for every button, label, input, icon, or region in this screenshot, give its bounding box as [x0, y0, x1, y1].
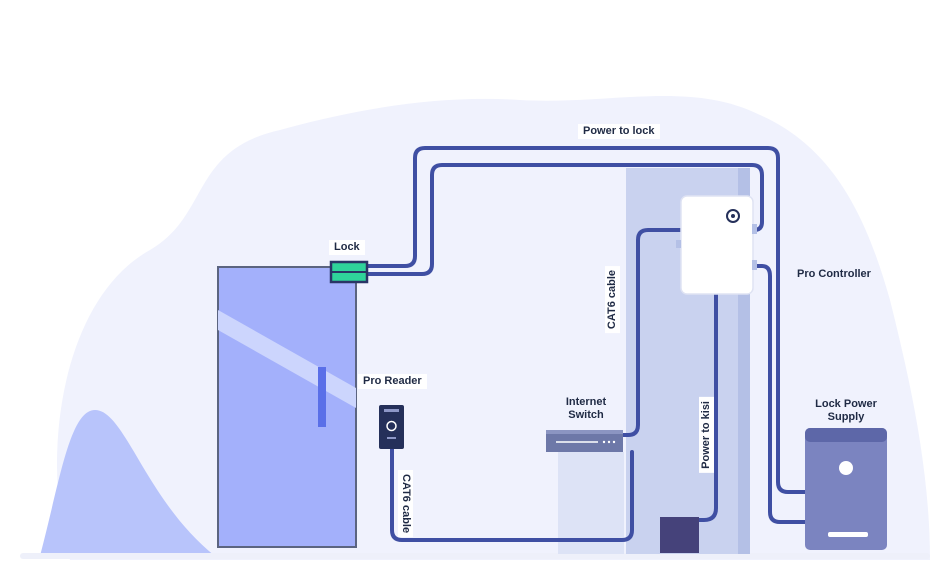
- lock-to-controller-cable: [364, 163, 764, 276]
- lock-power-supply[interactable]: [805, 428, 887, 550]
- internet-switch[interactable]: [546, 430, 623, 452]
- door-handle: [318, 367, 326, 427]
- power-supply-to-controller-cable: [750, 264, 810, 524]
- background-hill: [40, 410, 215, 556]
- kisi-logo-icon: [726, 209, 740, 223]
- switch-stand: [558, 452, 624, 554]
- cat6-reader-to-switch-cable: [390, 446, 634, 542]
- door: [217, 266, 357, 548]
- label-power-to-lock: Power to lock: [578, 124, 660, 139]
- power-to-kisi-cable: [696, 292, 718, 522]
- label-pro-controller: Pro Controller: [797, 268, 871, 280]
- reader-sensor-icon: [386, 420, 397, 432]
- pro-controller[interactable]: [680, 195, 754, 295]
- pro-reader[interactable]: [379, 405, 404, 449]
- label-cat6-cable-top: CAT6 cable: [605, 266, 620, 334]
- cat6-controller-to-switch-cable: [620, 228, 684, 437]
- label-power-to-kisi: Power to kisi: [699, 397, 714, 473]
- power-to-lock-cable: [364, 146, 810, 494]
- label-lock-power-supply: Lock Power Supply: [815, 398, 877, 423]
- label-internet-switch: Internet Switch: [565, 396, 607, 421]
- power-outlet: [660, 517, 699, 553]
- label-cat6-cable-bottom: CAT6 cable: [398, 470, 413, 538]
- label-pro-reader: Pro Reader: [358, 374, 427, 389]
- power-indicator-icon: [839, 461, 853, 475]
- floor: [20, 553, 930, 559]
- label-lock: Lock: [329, 240, 365, 255]
